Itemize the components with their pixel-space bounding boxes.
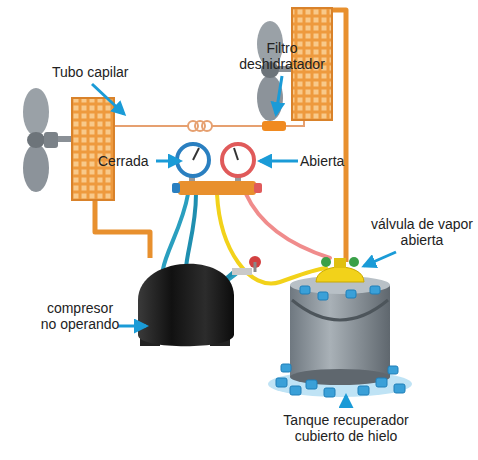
callout-label: Filtro deshidratador xyxy=(232,40,332,72)
capillary-tube xyxy=(108,118,304,131)
ice-cubes xyxy=(276,286,405,397)
callout-label: Tubo capilar xyxy=(52,64,162,80)
callout-label: Abierta xyxy=(300,153,370,169)
coil-left xyxy=(72,98,114,200)
callout-label: Cerrada xyxy=(98,153,158,169)
filter-drier xyxy=(262,121,286,131)
callout-label: compresor no operando xyxy=(38,300,122,332)
callout-label: Tanque recuperador cubierto de hielo xyxy=(281,412,411,444)
recovery-tank xyxy=(268,257,412,397)
fan-left xyxy=(23,88,72,192)
compressor xyxy=(138,256,261,346)
callout-label: válvula de vapor abierta xyxy=(366,216,478,248)
manifold-gauge xyxy=(172,144,262,195)
leader-arrows xyxy=(92,76,396,408)
